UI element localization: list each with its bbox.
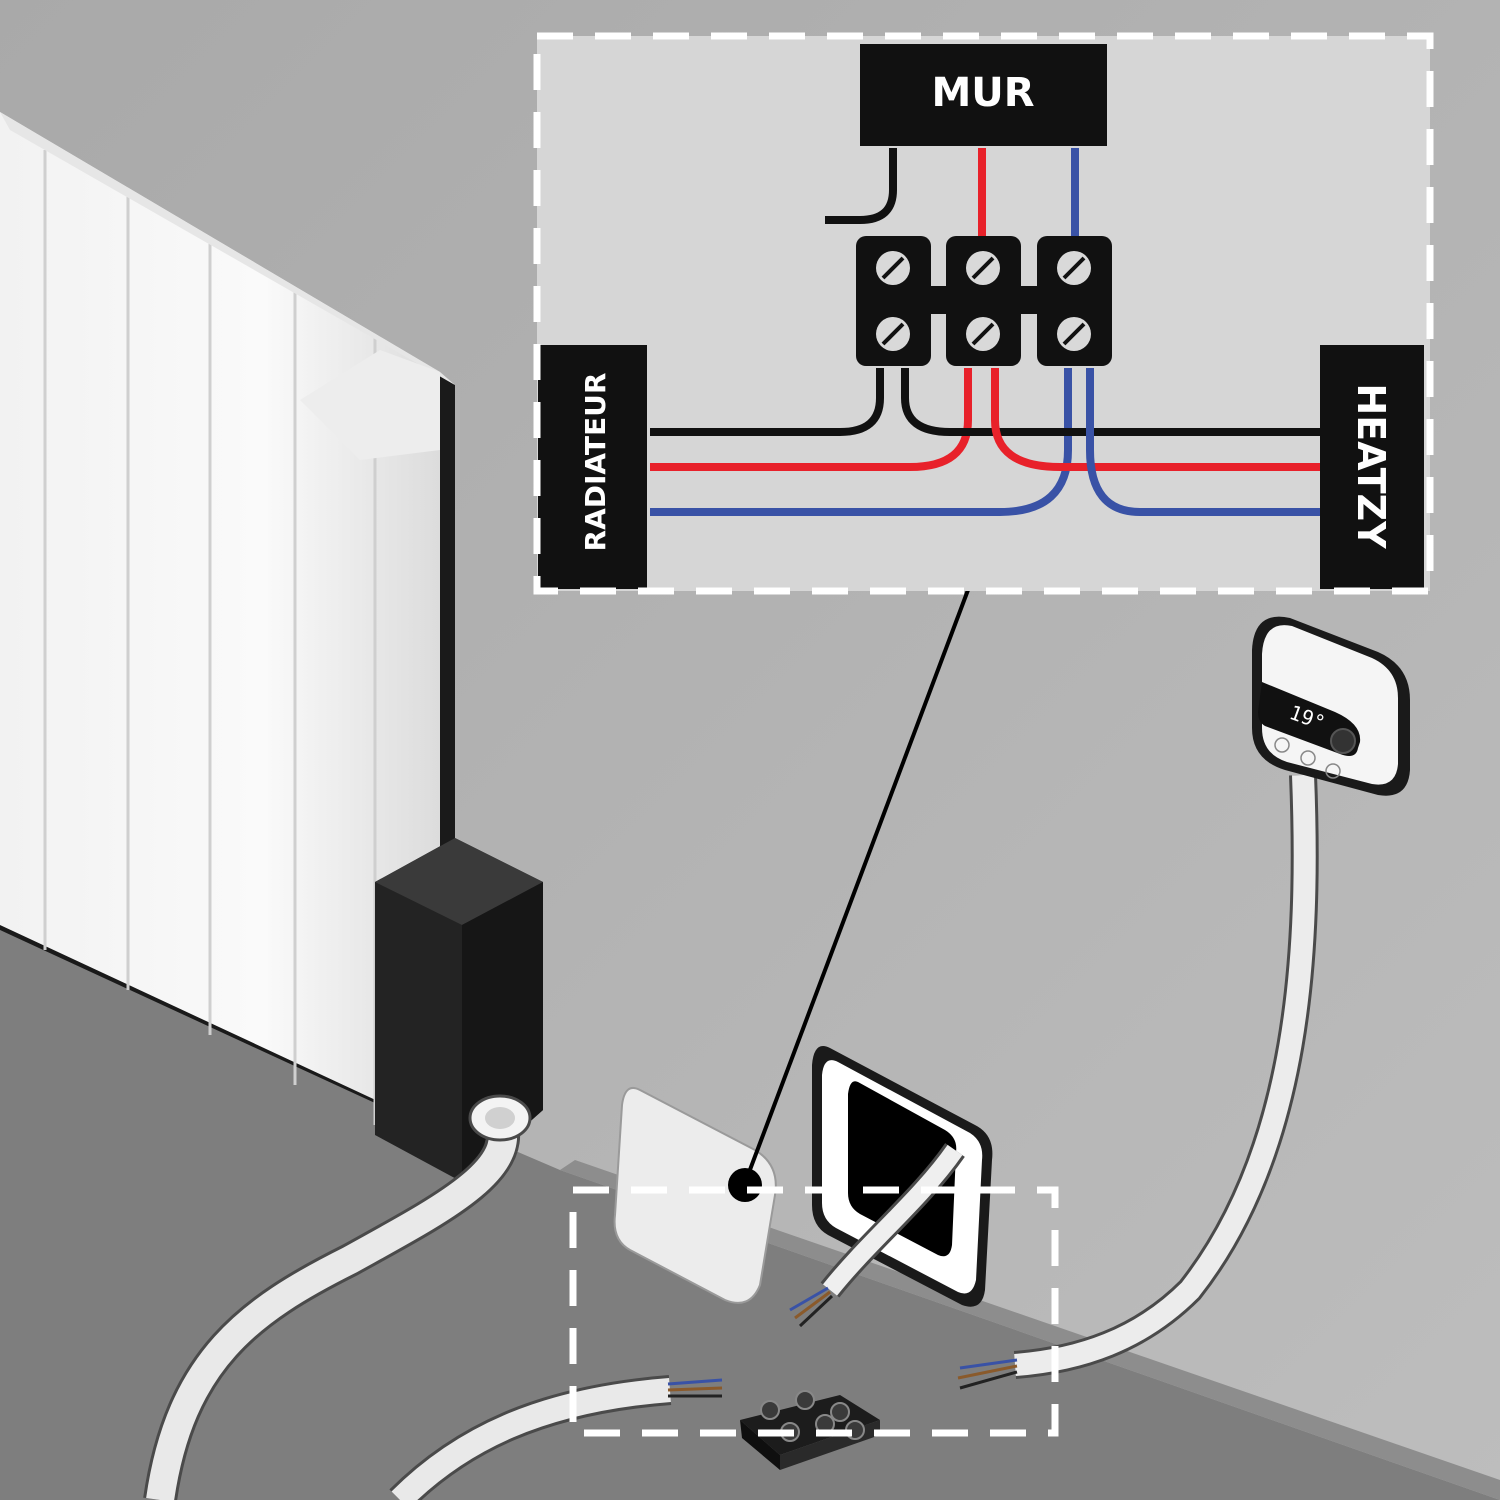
heatzy-terminal-box — [1320, 345, 1424, 589]
floor — [0, 930, 1500, 1500]
wall-outlet-cable — [789, 1143, 965, 1328]
thermostat-down-icon[interactable] — [1300, 750, 1316, 766]
terminal-block — [856, 236, 1112, 366]
heatzy-label: HEATZY — [1349, 383, 1393, 549]
junction-box-cover — [613, 1086, 777, 1304]
wiring-inset: MUR RADIATEUR HEATZY — [533, 32, 1434, 595]
wall-supply-box — [860, 44, 1107, 146]
heatzy-cable — [957, 774, 1319, 1390]
wall-label: MUR — [931, 70, 1034, 116]
radiator-terminal-box — [538, 345, 647, 589]
thermostat-plus-icon[interactable] — [1325, 763, 1341, 779]
loose-cable — [389, 1375, 723, 1500]
terminal-block-connectors — [740, 1390, 880, 1470]
thermostat-mode-icon[interactable] — [1330, 728, 1356, 754]
inset-dashed-frame — [533, 32, 1434, 595]
radiator-label: RADIATEUR — [579, 373, 612, 552]
floor-skirting-edge — [560, 1160, 1500, 1500]
wall-outlet-box — [812, 1046, 993, 1307]
heatzy-thermostat: 19° — [1252, 616, 1410, 796]
radiator-cable — [143, 1094, 532, 1500]
connectors-highlight-frame — [569, 1186, 1059, 1437]
thermostat-minus-icon[interactable] — [1274, 737, 1290, 753]
